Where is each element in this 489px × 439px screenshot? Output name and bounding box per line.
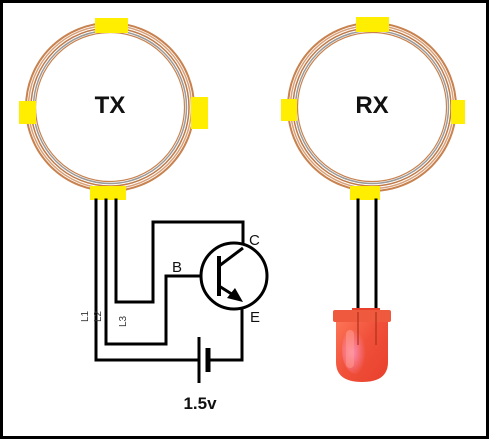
tx-clip-right: [191, 97, 208, 129]
rx-coil-leads: [356, 198, 378, 320]
rx-coil: RX: [281, 17, 465, 200]
npn-transistor: [199, 241, 269, 311]
rx-label: RX: [355, 92, 388, 119]
rx-clip-left: [281, 99, 297, 121]
tx-label: TX: [95, 92, 126, 119]
rx-clip-top: [356, 17, 389, 32]
base-label: B: [172, 259, 182, 276]
tx-coil-leads: [94, 198, 118, 362]
led-flange: [333, 310, 391, 322]
emitter-arrow-icon: [227, 288, 243, 302]
tx-clip-left: [19, 101, 36, 124]
tx-clip-bottom: [90, 186, 126, 200]
battery: [197, 337, 211, 383]
lead-label-l1: L1: [80, 310, 91, 322]
rx-clip-bottom: [350, 186, 380, 200]
led: [333, 308, 391, 382]
battery-voltage-label: 1.5v: [183, 394, 217, 413]
lead-label-l3: L3: [118, 315, 129, 327]
emitter-label: E: [250, 309, 260, 326]
tx-coil: TX: [19, 18, 208, 200]
led-highlight: [346, 330, 354, 368]
tx-clip-top: [95, 18, 128, 33]
rx-clip-right: [451, 100, 465, 124]
collector-label: C: [249, 232, 260, 249]
oscillator-wiring: [94, 220, 245, 362]
lead-label-l2: L2: [93, 310, 104, 322]
